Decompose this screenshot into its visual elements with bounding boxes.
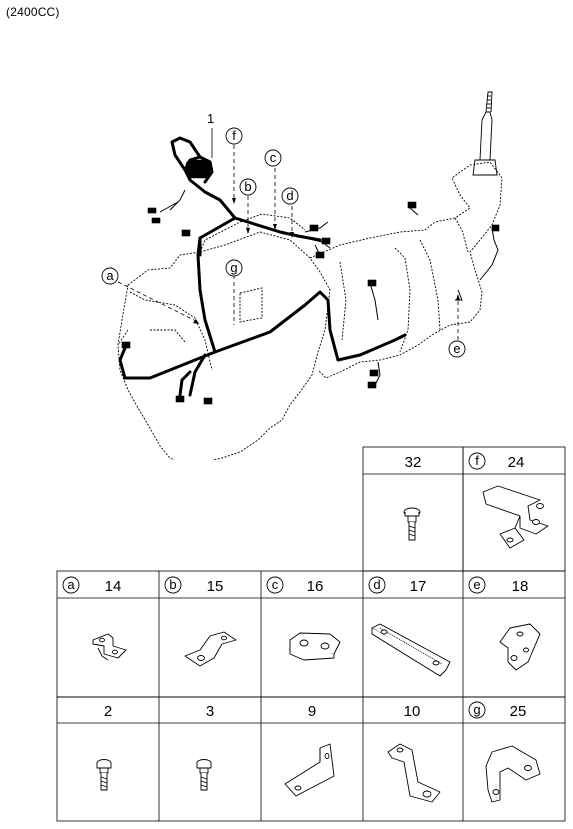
connector: [315, 251, 325, 259]
bracket-18-icon: [499, 623, 541, 671]
diagram-title: (2400CC): [6, 5, 60, 19]
callout-e: e: [453, 341, 460, 356]
bolt-2-icon: [96, 759, 112, 791]
bracket-10-icon: [387, 743, 441, 803]
cell-number-18: 18: [512, 578, 529, 595]
part-1-label: 1: [207, 111, 214, 126]
plate-16-icon: [289, 632, 341, 661]
cell-letter-a: a: [67, 577, 75, 592]
cell-letter-d: d: [373, 577, 380, 592]
shift-lever: [479, 111, 493, 161]
cell-number-16: 16: [307, 578, 324, 595]
connector: [367, 381, 377, 389]
connector: [151, 217, 161, 224]
cell-number-2: 2: [104, 703, 112, 720]
bracket-15-icon: [184, 631, 237, 667]
callout-c: c: [270, 150, 277, 165]
cell-number-17: 17: [410, 578, 427, 595]
bolt-32-icon: [403, 507, 421, 541]
connector: [175, 395, 185, 403]
callout-f: f: [232, 128, 236, 143]
callout-g: g: [230, 260, 237, 275]
cell-letter-f: f: [475, 453, 479, 468]
cell-number-3: 3: [206, 703, 214, 720]
connector: [407, 201, 417, 209]
cell-number-32: 32: [405, 454, 422, 471]
bolt-3-icon: [196, 759, 212, 791]
cell-number-24: 24: [508, 454, 525, 471]
cell-number-9: 9: [308, 703, 316, 720]
connector: [367, 279, 377, 287]
connector: [369, 369, 379, 377]
connector: [147, 207, 157, 214]
connector: [185, 159, 211, 179]
cell-number-25: 25: [510, 703, 527, 720]
cell-number-14: 14: [105, 578, 122, 595]
transmission-outline: [309, 161, 503, 379]
callout-d: d: [286, 188, 293, 203]
cell-letter-c: c: [272, 577, 279, 592]
connector: [309, 224, 319, 232]
bracket-9-icon: [284, 743, 335, 797]
cell-number-15: 15: [207, 578, 224, 595]
connector: [181, 229, 191, 237]
cell-letter-e: e: [473, 577, 480, 592]
cell-letter-b: b: [169, 577, 176, 592]
cell-letter-g: g: [473, 702, 480, 717]
connector: [491, 224, 500, 232]
bracket-14-icon: [92, 633, 127, 661]
callout-b: b: [244, 179, 251, 194]
connector: [203, 397, 213, 405]
callout-a: a: [106, 268, 114, 283]
bracket-25-icon: [485, 745, 541, 803]
engine-block-outline: [117, 231, 331, 460]
strap-17-icon: [371, 623, 451, 677]
connector: [121, 341, 131, 349]
wiring-harness-diagram: 1 f c b d a g e: [101, 91, 503, 460]
cell-number-10: 10: [404, 703, 421, 720]
connector: [321, 237, 331, 245]
bracket-24-icon: [482, 485, 549, 549]
